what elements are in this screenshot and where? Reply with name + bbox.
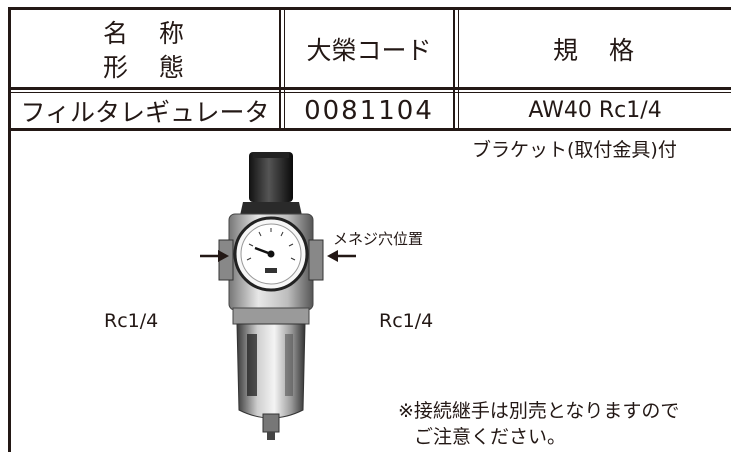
filter-regulator-image <box>218 152 324 440</box>
right-arrow-icon <box>327 250 356 262</box>
row-divider <box>8 128 731 131</box>
accessory-note: ブラケット(取付金具)付 <box>472 139 677 161</box>
collar <box>232 307 310 325</box>
product-name: フィルタレギュレータ <box>20 97 270 127</box>
mount-hole-label: メネジ穴位置 <box>333 230 424 248</box>
left-port-label: Rc1/4 <box>104 310 159 332</box>
spec-header-label: 規 格 <box>552 35 637 65</box>
fitting-note-line2: ご注意ください。 <box>414 426 567 448</box>
product-spec: AW40 Rc1/4 <box>528 98 662 123</box>
header-divider <box>8 87 731 90</box>
header-divider-2 <box>8 92 731 93</box>
drain-valve <box>262 413 280 433</box>
name-form-header: 名 称 形 態 <box>11 10 279 87</box>
right-port-label: Rc1/4 <box>379 310 434 332</box>
col-divider-2a <box>453 7 455 131</box>
left-arrow-icon <box>200 250 229 262</box>
fitting-note-line1: ※接続継手は別売となりますので <box>398 400 680 422</box>
col-divider-1a <box>279 7 281 131</box>
col-divider-1b <box>284 7 285 131</box>
name-header-label: 名 称 <box>102 19 187 48</box>
col-divider-2b <box>458 7 459 131</box>
table-top-border <box>8 7 731 10</box>
right-port <box>308 239 324 281</box>
product-code: 0081104 <box>304 95 434 126</box>
form-header-label: 形 態 <box>102 53 187 82</box>
table-left-border <box>8 7 11 452</box>
code-header-label: 大榮コード <box>306 35 432 65</box>
adjust-knob <box>249 152 293 202</box>
